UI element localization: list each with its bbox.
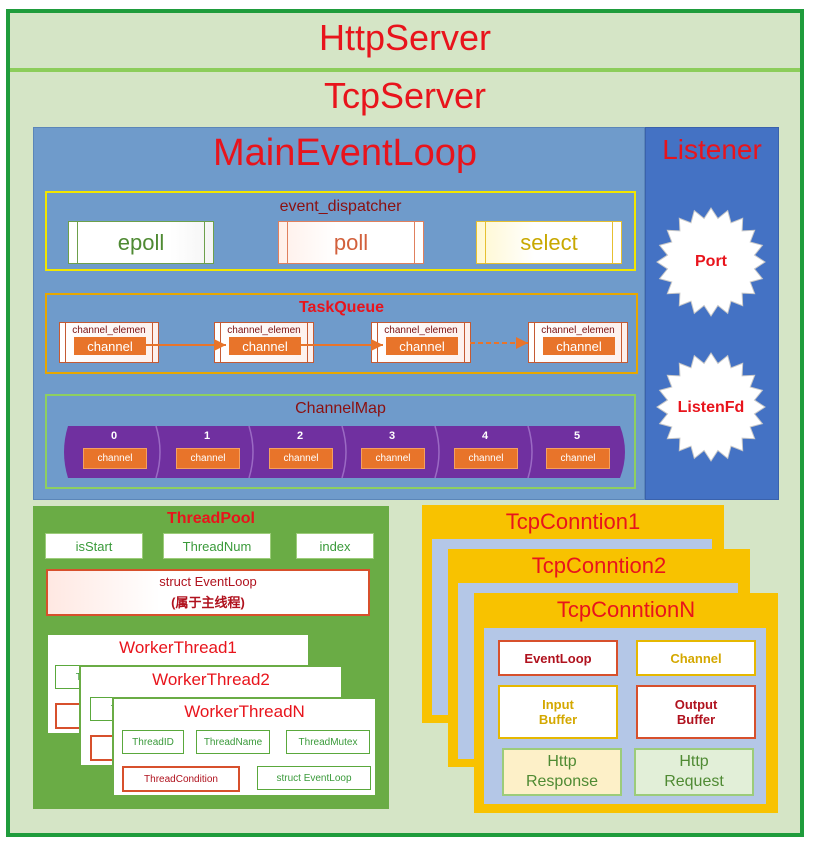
worker-thread-title: WorkerThreadN [184, 702, 305, 721]
channel-slot-chip: channel [454, 448, 518, 469]
input-buffer-line2: Buffer [538, 712, 578, 727]
poll-box: poll [278, 221, 424, 264]
channel-slot-index: 0 [110, 430, 118, 442]
channel-slot-index: 3 [388, 430, 396, 442]
channel-element-label: channel_elemen [384, 325, 458, 336]
event-loop-field: EventLoop [498, 640, 618, 676]
index-field: index [296, 533, 374, 559]
thread-pool-title: ThreadPool [166, 510, 255, 527]
output-buffer-line1: Output [674, 697, 718, 712]
tcp-connection-title: TcpConntion1 [505, 509, 641, 534]
http-response-line1: Http [547, 753, 577, 770]
channel-chip: channel [386, 337, 458, 355]
input-buffer-line1: Input [542, 697, 574, 712]
worker-thread-title: WorkerThread1 [119, 638, 237, 657]
channel-slot-chip: channel [176, 448, 240, 469]
channel-element-label: channel_elemen [541, 325, 615, 336]
event-dispatcher-box [45, 191, 636, 271]
channel-slot-chip: channel [546, 448, 610, 469]
port-label: Port [695, 253, 727, 270]
output-buffer-line2: Buffer [676, 712, 716, 727]
listen-fd-burst-shape [656, 352, 766, 462]
input-buffer-field: Input Buffer [498, 685, 618, 739]
thread-id-field: ThreadID [122, 730, 184, 754]
thread-condition-field: ThreadCondition [122, 766, 240, 792]
channel-chip: channel [74, 337, 146, 355]
channel-element-label: channel_elemen [72, 325, 146, 336]
listener-title: Listener [662, 134, 762, 165]
http-request-field: Http Request [634, 748, 754, 796]
task-queue-title: TaskQueue [298, 299, 385, 316]
worker-thread-card: WorkerThreadN ThreadID ThreadName Thread… [112, 697, 377, 797]
task-queue-box [45, 293, 638, 374]
listen-fd-label: ListenFd [677, 399, 745, 416]
channel-element: channel_elemen channel [59, 322, 159, 363]
channel-field: Channel [636, 640, 756, 676]
channel-element: channel_elemen channel [371, 322, 471, 363]
worker-thread-title: WorkerThread2 [152, 670, 270, 689]
is-start-field: isStart [45, 533, 143, 559]
channel-chip: channel [229, 337, 301, 355]
tcp-connection-title: TcpConntion2 [531, 553, 667, 578]
channel-element: channel_elemen channel [214, 322, 314, 363]
tcp-server-title: TcpServer [323, 75, 487, 116]
http-request-line2: Request [664, 773, 724, 790]
struct-event-loop-label: struct EventLoop [159, 574, 257, 589]
main-thread-note: (属于主线程) [171, 595, 245, 610]
port-burst-shape [656, 207, 766, 317]
channel-slot-chip: channel [361, 448, 425, 469]
channel-map-band [64, 426, 625, 478]
event-dispatcher-title: event_dispatcher [279, 198, 402, 215]
tcp-connection-title: TcpConntionN [556, 597, 696, 622]
worker-struct-event-loop-field: struct EventLoop [257, 766, 371, 790]
channel-chip: channel [543, 337, 615, 355]
channel-slot-chip: channel [83, 448, 147, 469]
channel-slot-index: 4 [481, 430, 489, 442]
thread-mutex-field: ThreadMutex [286, 730, 370, 754]
http-response-line2: Response [525, 773, 599, 790]
struct-event-loop-box: struct EventLoop (属于主线程) [46, 569, 370, 616]
channel-map-box [45, 394, 636, 489]
channel-element-label: channel_elemen [227, 325, 301, 336]
epoll-box: epoll [68, 221, 214, 264]
divider [10, 68, 800, 72]
channel-element: channel_elemen channel [528, 322, 628, 363]
http-request-line1: Http [679, 753, 709, 770]
tcp-connection-card: TcpConntionN EventLoop Channel Input Buf… [474, 593, 778, 813]
http-server-title: HttpServer [318, 17, 492, 58]
main-event-loop-title: MainEventLoop [213, 131, 478, 174]
channel-slot-index: 5 [573, 430, 581, 442]
channel-slot-chip: channel [269, 448, 333, 469]
channel-slot-index: 1 [203, 430, 211, 442]
channel-slot-index: 2 [296, 430, 304, 442]
http-response-field: Http Response [502, 748, 622, 796]
thread-name-field: ThreadName [196, 730, 270, 754]
channel-map-title: ChannelMap [295, 400, 386, 417]
thread-num-field: ThreadNum [163, 533, 271, 559]
output-buffer-field: Output Buffer [636, 685, 756, 739]
select-box: select [476, 221, 622, 264]
